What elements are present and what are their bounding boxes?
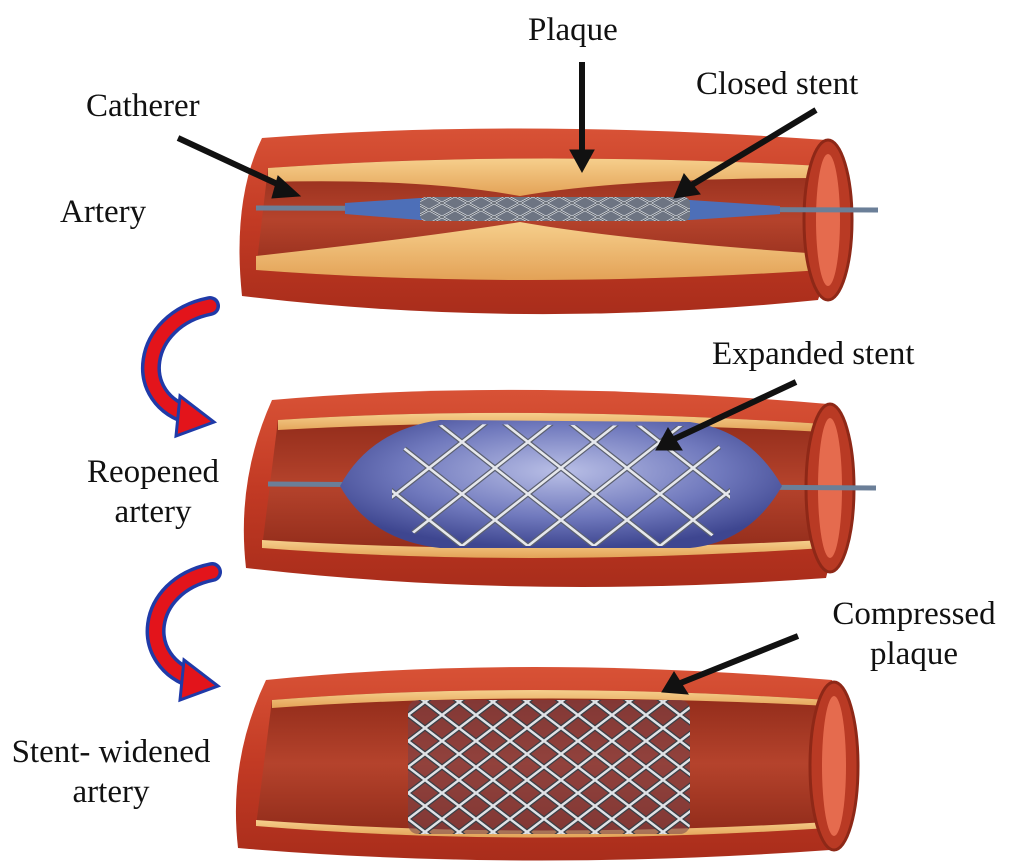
stent-widened-label-line1: Stent- widened [11, 734, 211, 770]
compressed-plaque-label-line1: Compressed [832, 596, 996, 632]
plaque-lower [262, 540, 824, 558]
closed-stent-label: Closed stent [696, 66, 859, 102]
plaque-lower [256, 222, 822, 280]
compressed-plaque-label-line2: plaque [870, 636, 958, 672]
plaque-label: Plaque [528, 12, 618, 48]
stent-widened-label-line2: artery [72, 774, 150, 810]
step-arrow-2 [145, 562, 222, 703]
plaque-pointer [569, 62, 595, 174]
compressed-plaque-label: Compressed plaque [818, 594, 1010, 674]
pointer-arrows [176, 62, 818, 695]
reopened-artery-label-line1: Reopened [87, 454, 219, 490]
compressed-plaque-band [272, 690, 828, 708]
closed-stent-stage [239, 128, 879, 315]
reopened-artery-label-line2: artery [114, 494, 192, 530]
expanded-stent [392, 424, 730, 546]
closed-stent-pointer [673, 107, 818, 199]
expanded-stent-label: Expanded stent [712, 336, 915, 372]
step-arrow-1 [141, 296, 220, 439]
compressed-plaque-pointer [661, 633, 800, 695]
catheter-pointer [176, 135, 302, 199]
expanded-stent-stage [243, 389, 877, 587]
expanded-stent-pointer [655, 379, 798, 451]
stent-widened-artery-label: Stent- widened artery [0, 732, 222, 812]
reopened-artery-label: Reopened artery [70, 452, 236, 532]
stent-widened-stage [235, 667, 860, 861]
catherer-label: Catherer [86, 88, 200, 124]
artery-label: Artery [60, 194, 147, 230]
plaque-upper [268, 158, 822, 196]
